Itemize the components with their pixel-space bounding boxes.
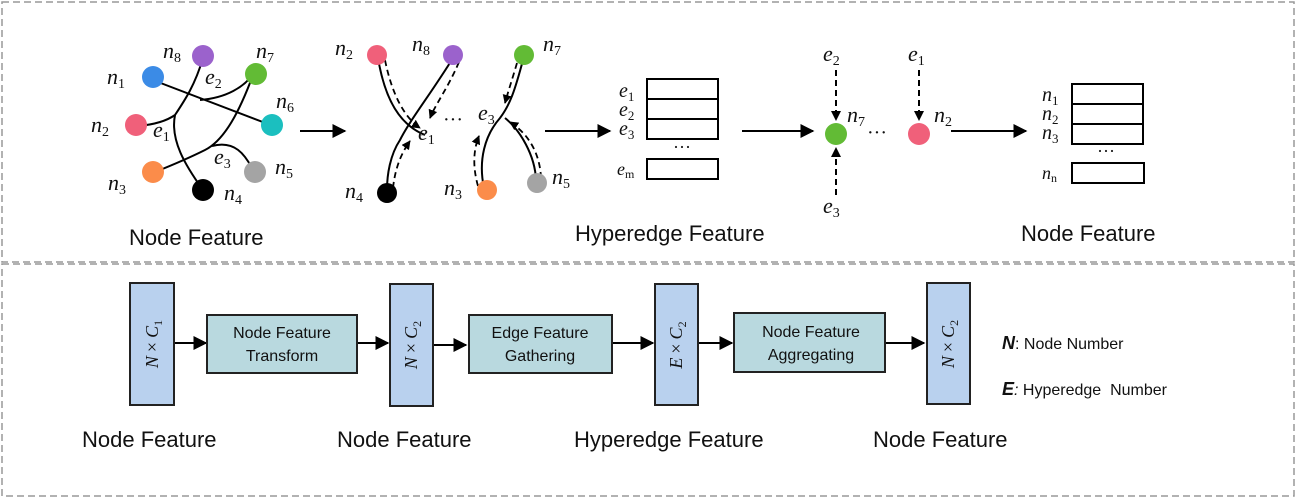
label-n3: n3 [108, 170, 126, 198]
caption-tensor-3: Hyperedge Feature [574, 427, 764, 452]
table-label-n3: n3 [1042, 122, 1059, 146]
caption-hyperedge-feature-top: Hyperedge Feature [575, 221, 765, 246]
gather-node-n7 [514, 45, 534, 65]
label-n8: n8 [163, 38, 181, 66]
aggregate-node-n2 [908, 123, 930, 145]
op-node-feature-aggregating [733, 312, 886, 373]
node-feature-table: n1 n2 n3 ··· nn [1042, 83, 1145, 185]
gather-label-n8: n8 [412, 31, 430, 59]
label-n1: n1 [107, 64, 125, 92]
node-table-ellipsis: ··· [1097, 141, 1115, 161]
op-edge-feature-gathering [468, 314, 613, 374]
legend-item-n: N: Node Number [1002, 333, 1124, 353]
node-n2 [125, 114, 147, 136]
legend-item-e: E: Hyperedge Number [1002, 379, 1168, 399]
hyperedge-e2 [157, 81, 269, 125]
label-n7: n7 [256, 38, 274, 66]
aggregate-label-n2: n2 [934, 102, 952, 130]
table-label-nn: nn [1042, 163, 1057, 185]
tensor-block-2 [389, 283, 434, 407]
gather-node-n8 [443, 45, 463, 65]
table-ellipsis: ··· [673, 137, 691, 157]
gather-node-n2 [367, 45, 387, 65]
gather-label-n4: n4 [345, 178, 363, 206]
gather-node-n5 [527, 173, 547, 193]
label-e2: e2 [205, 64, 222, 92]
legend: N: Node Number E: Hyperedge Number [1002, 333, 1168, 399]
gather-ellipsis: ··· [443, 109, 463, 131]
tensor-block-4 [926, 282, 971, 405]
table-label-n2: n2 [1042, 103, 1059, 127]
table-label-n1: n1 [1042, 84, 1059, 108]
caption-node-feature-top-left: Node Feature [129, 225, 264, 250]
tensor-label-1: N×C1 [142, 320, 165, 369]
caption-tensor-2: Node Feature [337, 427, 472, 452]
aggregate-label-e3: e3 [823, 193, 840, 221]
aggregate-label-e2: e2 [823, 41, 840, 69]
gather-label-n3: n3 [444, 175, 462, 203]
aggregate-label-e1: e1 [908, 41, 925, 69]
node-n1 [142, 66, 164, 88]
label-n6: n6 [276, 88, 294, 116]
hypergraph: n8 n7 n1 n6 n2 n3 n5 n4 e2 e1 e3 [91, 38, 294, 208]
table-label-e1: e1 [619, 80, 634, 104]
node-n6 [261, 114, 283, 136]
gather-node-n3 [477, 180, 497, 200]
op-3-line1: Node Feature [762, 324, 860, 341]
tensor-block-1 [129, 282, 175, 406]
op-2-line2: Gathering [505, 348, 575, 365]
aggregate-node-n7 [825, 123, 847, 145]
node-n4 [192, 179, 214, 201]
gather-label-n2: n2 [335, 35, 353, 63]
tensor-label-4: N×C2 [938, 320, 961, 369]
aggregate-ellipsis: ··· [867, 122, 887, 144]
pipeline: N×C1 Node Feature Transform N×C2 Edge Fe… [129, 282, 971, 407]
table-label-e2: e2 [619, 99, 634, 123]
gather-label-e1: e1 [418, 120, 435, 148]
node-n7 [245, 63, 267, 85]
gather-label-n5: n5 [552, 164, 570, 192]
gather-label-n7: n7 [543, 31, 561, 59]
table-label-e3: e3 [619, 118, 634, 142]
hyperedge-feature-table: e1 e2 e3 ··· em [617, 78, 719, 181]
hyperedge-e1 [137, 57, 204, 127]
tensor-label-2: N×C2 [401, 321, 424, 370]
caption-node-feature-top-right: Node Feature [1021, 221, 1156, 246]
op-1-line1: Node Feature [233, 325, 331, 342]
edge-gathering-diagram: n2 n8 n7 n4 n3 n5 e1 ··· e3 [335, 31, 570, 206]
bottom-panel-frame [1, 263, 1295, 497]
hyperedge-e3 [154, 74, 254, 173]
label-e1: e1 [153, 117, 170, 145]
node-n5 [244, 161, 266, 183]
tensor-block-3 [654, 283, 699, 406]
aggregate-label-n7: n7 [847, 102, 865, 130]
table-label-em: em [617, 159, 635, 181]
op-3-line2: Aggregating [768, 347, 854, 364]
label-e3: e3 [214, 144, 231, 172]
caption-tensor-1: Node Feature [82, 427, 217, 452]
tensor-label-3: E×C2 [666, 321, 689, 369]
gather-node-n4 [377, 183, 397, 203]
node-aggregation-diagram: e2 e3 e1 n7 n2 ··· [823, 41, 952, 221]
label-n4: n4 [224, 180, 242, 208]
gather-label-e3: e3 [478, 100, 495, 128]
node-n3 [142, 161, 164, 183]
caption-tensor-4: Node Feature [873, 427, 1008, 452]
op-node-feature-transform [206, 314, 358, 374]
op-2-line1: Edge Feature [492, 325, 589, 342]
op-1-line2: Transform [246, 348, 318, 365]
label-n5: n5 [275, 154, 293, 182]
top-panel-frame [1, 1, 1295, 263]
label-n2: n2 [91, 112, 109, 140]
node-n8 [192, 45, 214, 67]
